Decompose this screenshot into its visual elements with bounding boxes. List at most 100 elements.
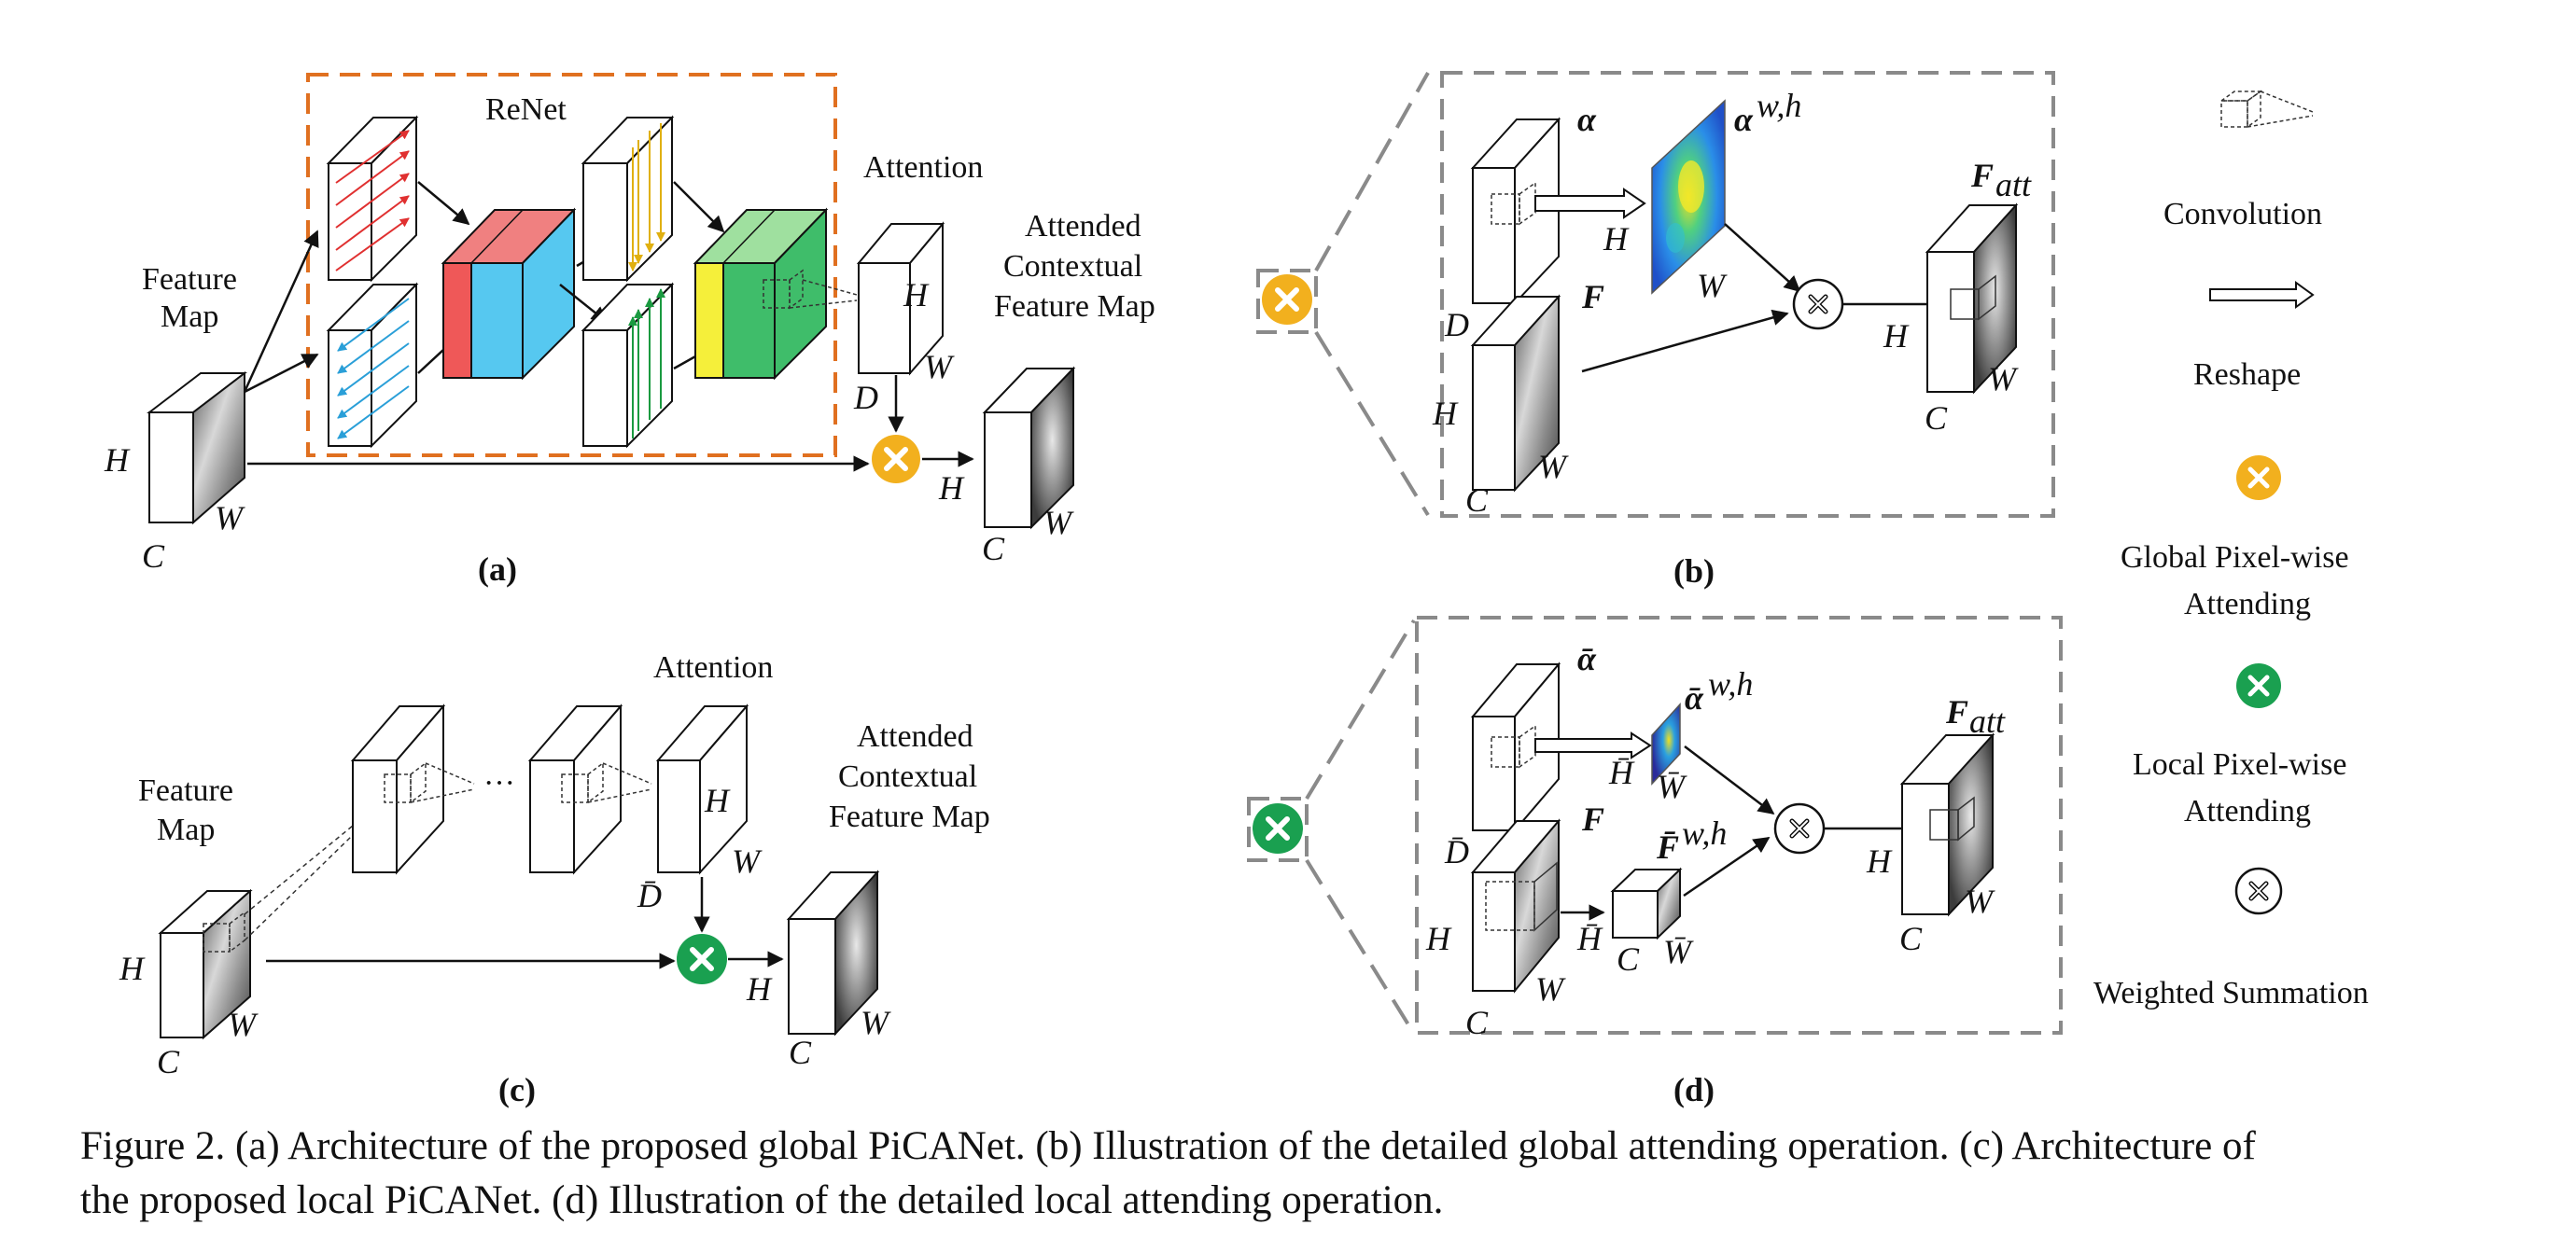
global-attention-heatmap: [1651, 99, 1726, 295]
b-dim-C: C: [1465, 481, 1489, 519]
local-attending-circle-c: [677, 934, 727, 984]
F-symbol-d: F: [1581, 801, 1604, 838]
F-feature-block: [1470, 294, 1561, 493]
c-attended-3: Feature Map: [829, 800, 990, 834]
attention-label: Attention: [863, 150, 983, 185]
att-dim-H: H: [903, 276, 930, 313]
b-reshape-H: H: [1603, 220, 1630, 258]
att-dim-W: W: [924, 348, 955, 385]
figure-caption: Figure 2. (a) Architecture of the propos…: [80, 1120, 2507, 1228]
local-attention-heatmap: [1651, 703, 1681, 786]
input-feature-map-c: [158, 888, 253, 1040]
alpha-bar-wh-symbol: ᾱ: [1685, 679, 1704, 717]
panel-d: ᾱ D̄ H̄ ᾱ w,h W̄ F H W C H̄ F: [1247, 616, 2063, 1108]
F-symbol: F: [1581, 278, 1604, 315]
input-feature-map: [147, 370, 247, 525]
d-dim-D: D̄: [1444, 833, 1469, 870]
reshape-icon: [2209, 281, 2315, 309]
b-dim-W: W: [1538, 448, 1569, 485]
d-cube-Wbar: W̄: [1663, 933, 1694, 970]
c-att-D: D̄: [637, 877, 662, 914]
legend: Convolution Reshape Global Pixel-wise At…: [2093, 90, 2369, 1010]
legend-weighted: Weighted Summation: [2093, 976, 2369, 1010]
c-attended-1: Attended: [857, 719, 973, 754]
panel-c-label: (c): [498, 1071, 536, 1108]
attended-label-2: Contextual: [1003, 249, 1142, 284]
d-Hbar-2: H̄: [1576, 920, 1603, 957]
alpha-symbol: α: [1577, 101, 1597, 138]
F-wh-cube: [1610, 867, 1683, 940]
feature-map-label-2: Map: [161, 299, 218, 334]
panel-b: α D H α w,h W F H W C H: [1256, 71, 2055, 590]
legend-global-2: Attending: [2184, 587, 2311, 621]
b-att-C: C: [1925, 399, 1948, 437]
attention-map-c: [655, 703, 749, 875]
c-dim-H: H: [119, 950, 146, 987]
concat-block-yellow-green: [693, 207, 858, 381]
d-cube-C: C: [1617, 940, 1640, 978]
vertical-sweep-plane-yellow: [581, 115, 675, 283]
b-att-W: W: [1988, 360, 2019, 397]
out-dim-H: H: [938, 469, 965, 507]
c-out-H: H: [746, 970, 773, 1008]
panel-a: ReNet Feature Map H W C: [104, 73, 1155, 588]
local-attending-box: [1415, 616, 2063, 1035]
legend-reshape: Reshape: [2193, 357, 2301, 392]
caption-line-2: the proposed local PiCANet. (d) Illustra…: [80, 1178, 1444, 1222]
d-out-H: H: [1866, 842, 1893, 880]
attention-map: [856, 221, 945, 376]
alpha-bar-symbol: ᾱ: [1577, 640, 1597, 677]
F-feature-block-d: [1470, 818, 1561, 994]
global-attending-circle-b: [1262, 274, 1312, 325]
F-att-block-d: [1899, 732, 1995, 917]
c-dim-C: C: [157, 1043, 180, 1080]
panel-d-label: (d): [1673, 1071, 1715, 1108]
c-att-H: H: [704, 782, 731, 819]
weighted-summation-circle-b: [1792, 278, 1844, 330]
out-dim-C: C: [982, 530, 1005, 567]
global-attending-circle-a: [872, 435, 920, 483]
F-att-symbol-d: F: [1945, 693, 1968, 731]
global-attending-legend-icon: [2236, 455, 2281, 500]
d-dim-H: H: [1425, 920, 1452, 957]
horizontal-sweep-plane-red: [326, 115, 419, 283]
c-attended-2: Contextual: [838, 759, 977, 794]
weighted-summation-legend-icon: [2234, 867, 2283, 915]
renet-dashed-box: [306, 73, 837, 457]
att-dim-D: D: [853, 379, 878, 416]
c-out-C: C: [789, 1034, 812, 1071]
out-dim-W: W: [1043, 504, 1074, 541]
d-dim-C: C: [1465, 1004, 1489, 1041]
c-att-W: W: [732, 842, 763, 880]
c-out-W: W: [861, 1004, 891, 1041]
weighted-summation-circle-d: [1773, 802, 1826, 855]
alpha-bar-wh-sup: w,h: [1708, 665, 1753, 703]
b-heat-W: W: [1697, 267, 1728, 304]
local-attending-circle-d: [1253, 803, 1303, 854]
d-heat-Wbar: W̄: [1657, 768, 1687, 805]
global-attending-box: [1440, 71, 2055, 518]
alpha-wh-sup: w,h: [1757, 87, 1801, 124]
b-out-H: H: [1883, 317, 1910, 355]
panel-c: Feature Map H W C ···: [119, 650, 990, 1108]
dim-H: H: [104, 441, 131, 479]
local-attending-legend-icon: [2236, 663, 2281, 708]
dim-C: C: [142, 537, 165, 575]
F-wh-symbol: F̄: [1656, 828, 1679, 866]
legend-convolution: Convolution: [2163, 197, 2322, 231]
b-dim-H: H: [1432, 395, 1459, 432]
horizontal-sweep-plane-blue: [326, 282, 419, 449]
b-dim-D: D: [1444, 306, 1469, 343]
vertical-sweep-plane-green: [581, 282, 675, 449]
d-dim-W: W: [1535, 970, 1566, 1008]
feature-map-label-1: Feature: [142, 262, 237, 297]
attended-label-1: Attended: [1025, 209, 1141, 244]
caption-line-1: Figure 2. (a) Architecture of the propos…: [80, 1124, 2256, 1168]
convolution-icon: [2219, 90, 2314, 129]
attended-feature-map-c: [786, 870, 880, 1037]
d-reshape-Hbar: H̄: [1608, 754, 1635, 791]
legend-local-2: Attending: [2184, 794, 2311, 828]
F-att-sub-d: att: [1969, 703, 2006, 740]
d-att-W: W: [1965, 883, 1995, 920]
